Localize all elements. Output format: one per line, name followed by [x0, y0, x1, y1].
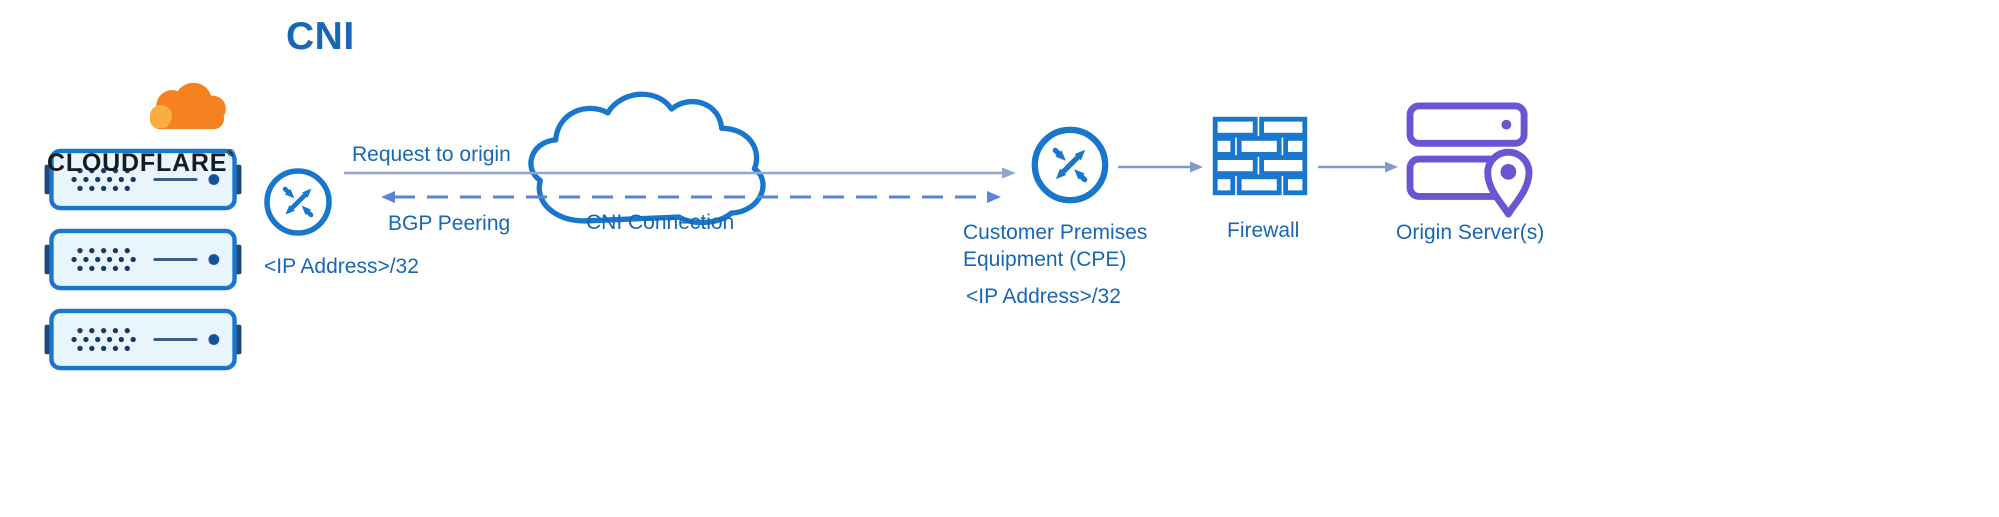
- cni-connection-label: CNI Connection: [586, 211, 735, 234]
- cloudflare-trademark: ®: [227, 147, 236, 159]
- request-to-origin-label: Request to origin: [352, 143, 511, 166]
- firewall-icon: [1212, 116, 1308, 196]
- origin-label: Origin Server(s): [1396, 221, 1545, 244]
- cloudflare-wordmark-text: CLOUDFLARE: [47, 148, 228, 177]
- location-pin-icon: [1484, 148, 1533, 218]
- edge-router-icon: [261, 165, 335, 239]
- cpe-label: Customer Premises Equipment (CPE): [963, 221, 1148, 272]
- edge-server-icon-3: [44, 308, 242, 371]
- cpe-ip-label: <IP Address>/32: [966, 285, 1121, 308]
- firewall-label: Firewall: [1227, 219, 1300, 242]
- cloudflare-wordmark: CLOUDFLARE®: [47, 114, 235, 179]
- origin-server-icon: [1406, 102, 1533, 218]
- bgp-peering-label: BGP Peering: [388, 212, 511, 235]
- edge-router-ip-label: <IP Address>/32: [264, 255, 419, 278]
- cni-cloud-shape: [528, 91, 766, 226]
- firewall-to-origin-arrow: [1318, 161, 1398, 173]
- edge-server-icon-2: [44, 228, 242, 291]
- cpe-router-icon: [1028, 123, 1112, 207]
- cloudflare-cloud-icon: [149, 82, 226, 130]
- cpe-to-firewall-arrow: [1118, 161, 1203, 173]
- diagram-title: CNI: [286, 15, 355, 58]
